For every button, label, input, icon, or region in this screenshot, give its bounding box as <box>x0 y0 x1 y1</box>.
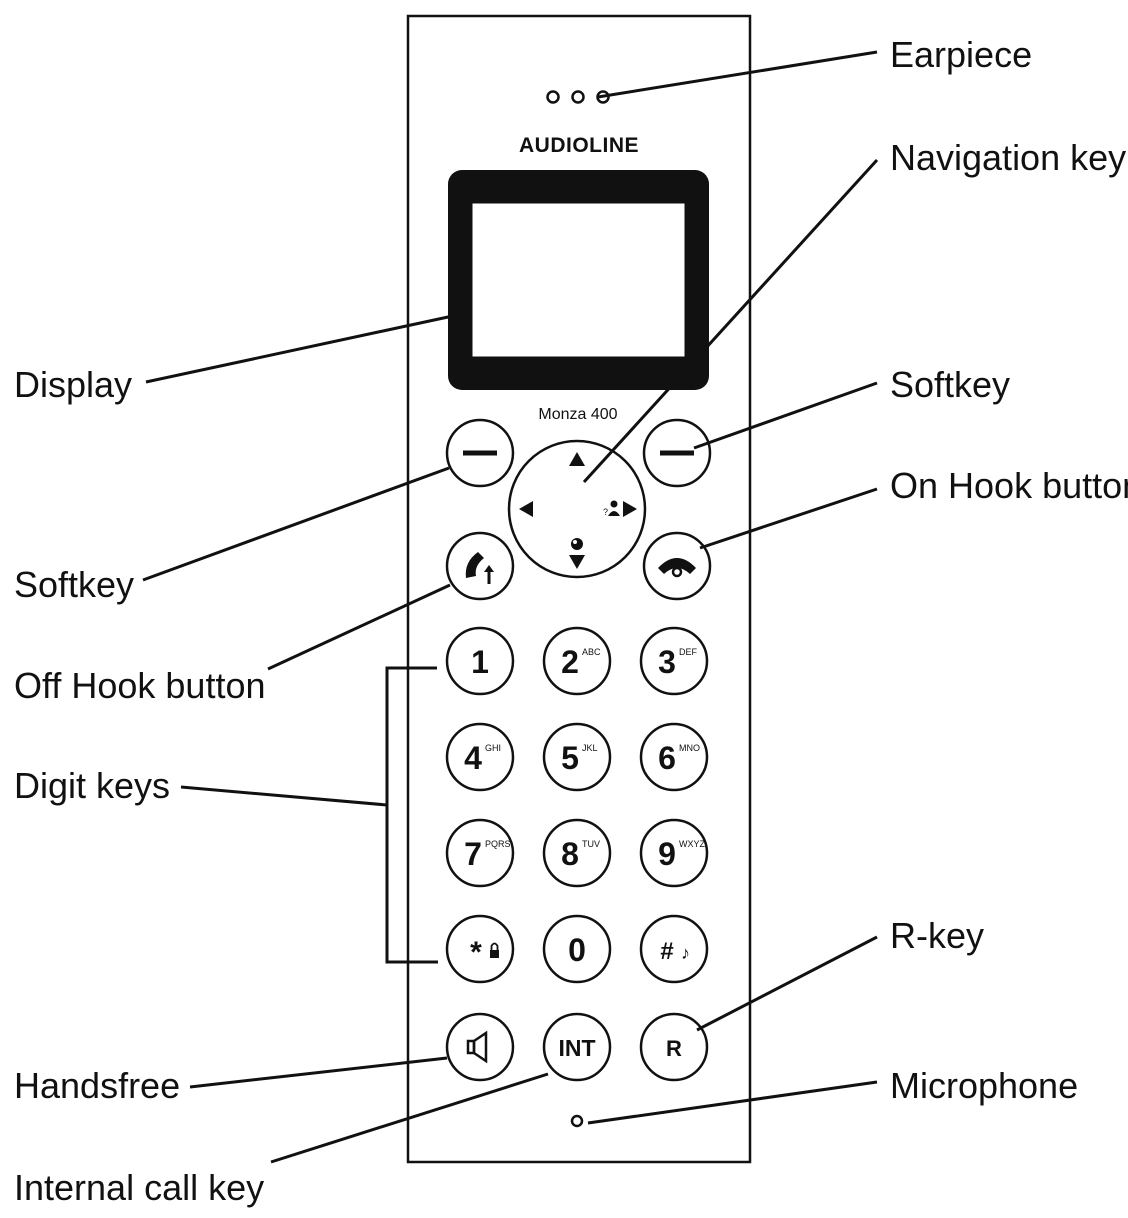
handsfree-button[interactable] <box>445 1012 515 1082</box>
svg-text:PQRS: PQRS <box>485 839 511 849</box>
phone-on-hook-icon <box>658 558 696 578</box>
digit-key[interactable]: 7 PQRS <box>445 818 515 888</box>
svg-text:9: 9 <box>658 836 676 872</box>
svg-text:1: 1 <box>471 644 489 680</box>
softkey-left-line <box>142 466 450 582</box>
svg-text:INT: INT <box>558 1035 595 1061</box>
svg-text:MNO: MNO <box>679 743 700 753</box>
softkey-left-button[interactable] <box>445 418 515 488</box>
label-display: Display <box>14 364 132 405</box>
svg-text:JKL: JKL <box>582 743 598 753</box>
digit-key[interactable]: 4 GHI <box>445 722 515 792</box>
digit-key[interactable]: 9 WXYZ <box>639 818 709 888</box>
label-handsfree: Handsfree <box>14 1065 180 1106</box>
svg-text:0: 0 <box>568 932 586 968</box>
label-softkey-left: Softkey <box>14 564 134 605</box>
svg-text:?: ? <box>603 507 608 517</box>
svg-text:WXYZ: WXYZ <box>679 839 706 849</box>
earpiece-line <box>597 50 878 99</box>
label-r-key: R-key <box>890 915 984 956</box>
microphone-hole <box>570 1114 584 1128</box>
callout-lines <box>142 50 879 1164</box>
digit-key[interactable]: 1 <box>445 626 515 696</box>
navigation-key[interactable]: ? <box>507 439 647 579</box>
svg-text:#: # <box>660 938 673 965</box>
svg-text:4: 4 <box>464 740 482 776</box>
label-off-hook-button: Off Hook button <box>14 665 266 706</box>
arrow-right-icon <box>623 501 637 517</box>
display-screen <box>448 170 709 390</box>
speaker-icon <box>466 1030 488 1064</box>
svg-text:R: R <box>666 1036 682 1061</box>
svg-text:7: 7 <box>464 836 482 872</box>
r-key-button[interactable]: R <box>639 1012 709 1082</box>
phone-off-hook-icon <box>465 552 494 584</box>
svg-text:*: * <box>470 936 482 969</box>
digit-key[interactable]: 6 MNO <box>639 722 709 792</box>
digit-keypad: 1 2 ABC 3 DEF 4 GHI 5 JKL 6 MNO <box>445 626 709 984</box>
label-on-hook-button: On Hook button <box>890 465 1128 506</box>
arrow-left-icon <box>519 501 533 517</box>
internal-call-button[interactable]: INT <box>542 1012 612 1082</box>
svg-text:5: 5 <box>561 740 579 776</box>
star-key[interactable]: * <box>445 914 515 984</box>
softkey-right-line <box>693 381 878 450</box>
svg-text:6: 6 <box>658 740 676 776</box>
off-hook-button[interactable] <box>445 531 515 601</box>
digit-key[interactable]: 8 TUV <box>542 818 612 888</box>
handsfree-line <box>189 1056 448 1089</box>
digit-keys-line <box>180 785 388 807</box>
svg-text:2: 2 <box>561 644 579 680</box>
brand-logo: AUDIOLINE <box>519 134 639 157</box>
label-microphone: Microphone <box>890 1065 1078 1106</box>
hash-key[interactable]: # ♪ <box>639 914 709 984</box>
digit-key[interactable]: 3 DEF <box>639 626 709 696</box>
label-earpiece: Earpiece <box>890 34 1032 75</box>
svg-text:TUV: TUV <box>582 839 600 849</box>
navigation-line <box>582 158 879 484</box>
label-internal-call-key: Internal call key <box>14 1167 264 1208</box>
svg-text:3: 3 <box>658 644 676 680</box>
internal-call-line <box>270 1072 549 1164</box>
on-hook-button[interactable] <box>642 531 712 601</box>
redial-icon <box>571 538 583 550</box>
label-softkey-right: Softkey <box>890 364 1010 405</box>
music-note-icon: ♪ <box>681 943 690 963</box>
label-digit-keys: Digit keys <box>14 765 170 806</box>
on-hook-line <box>699 487 878 550</box>
digit-keys-bracket <box>385 666 438 964</box>
digit-key[interactable]: 2 ABC <box>542 626 612 696</box>
r-key-line <box>696 935 878 1032</box>
digit-key[interactable]: 0 <box>542 914 612 984</box>
label-navigation-key: Navigation key <box>890 137 1126 178</box>
svg-text:DEF: DEF <box>679 647 698 657</box>
model-name: Monza 400 <box>538 406 617 423</box>
off-hook-line <box>267 583 451 671</box>
svg-text:GHI: GHI <box>485 743 501 753</box>
display-line <box>145 312 463 384</box>
softkey-right-button[interactable] <box>642 418 712 488</box>
arrow-down-icon <box>569 555 585 569</box>
lock-icon <box>490 942 499 958</box>
digit-key[interactable]: 5 JKL <box>542 722 612 792</box>
arrow-up-icon <box>569 452 585 466</box>
svg-text:ABC: ABC <box>582 647 601 657</box>
phonebook-icon: ? <box>603 500 620 517</box>
microphone-line <box>587 1080 878 1125</box>
svg-text:8: 8 <box>561 836 579 872</box>
